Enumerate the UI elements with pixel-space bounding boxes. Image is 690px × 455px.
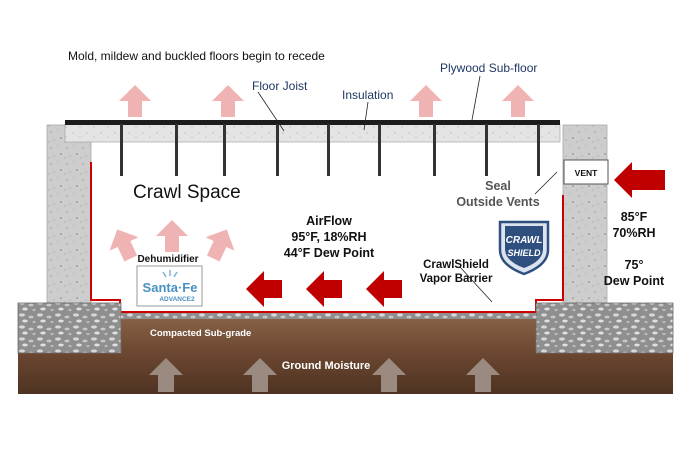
heat-rise-arrow-icon [119,85,151,117]
insulation-label: Insulation [342,88,393,102]
svg-text:Santa·Fe: Santa·Fe [143,280,198,295]
outside-dew-value: 75° [625,258,644,272]
airflow-arrow-icon [366,271,402,307]
leader-lines [257,75,558,303]
airflow-title: AirFlow [306,214,352,228]
headline: Mold, mildew and buckled floors begin to… [68,49,325,63]
svg-text:SHIELD: SHIELD [507,248,541,258]
seal-label-line2: Outside Vents [456,195,539,209]
compacted-subgrade-label: Compacted Sub-grade [150,328,251,339]
floor-joists [120,124,540,176]
outside-dew-label: Dew Point [604,274,665,288]
airflow-arrow-icon [246,271,282,307]
vent-label: VENT [575,168,598,178]
seal-label-line1: Seal [485,179,511,193]
heat-rise-arrow-icon [212,85,244,117]
heat-rise-arrow-icon [410,85,442,117]
crawlshield-vapor-barrier [90,162,564,313]
floor-joist-label: Floor Joist [252,79,308,93]
dehumidifier-label: Dehumidifier [137,254,198,265]
plywood-subfloor [65,120,560,125]
heat-rise-arrow-icon [502,85,534,117]
airflow-arrow-icon [306,271,342,307]
barrier-label-line1: CrawlShield [423,259,489,271]
ground-moisture-label: Ground Moisture [282,360,371,372]
gravel-strip [121,313,536,319]
santa-fe-dehumidifier: Santa·Fe ADVANCE2 [136,265,203,307]
vent-box [563,159,609,185]
right-footing [535,302,674,354]
outside-rh: 70%RH [612,226,655,240]
airflow-dew-point: 44°F Dew Point [284,246,375,260]
right-foundation-wall [562,124,608,304]
plywood-subfloor-label: Plywood Sub-floor [440,61,537,75]
svg-text:ADVANCE2: ADVANCE2 [159,296,195,303]
barrier-label-line2: Vapor Barrier [420,273,493,285]
heat-rise-arrow-icon [198,222,242,266]
crawl-space-label: Crawl Space [133,182,241,203]
heat-rise-arrow-icon [156,220,188,252]
airflow-temp-rh: 95°F, 18%RH [291,230,366,244]
outside-temp: 85°F [621,210,648,224]
svg-text:CRAWL: CRAWL [506,235,543,246]
left-footing [17,302,122,354]
left-foundation-wall [46,124,92,304]
crawlshield-logo: CRAWL SHIELD [498,220,550,276]
outside-air-arrow-icon [614,162,665,198]
